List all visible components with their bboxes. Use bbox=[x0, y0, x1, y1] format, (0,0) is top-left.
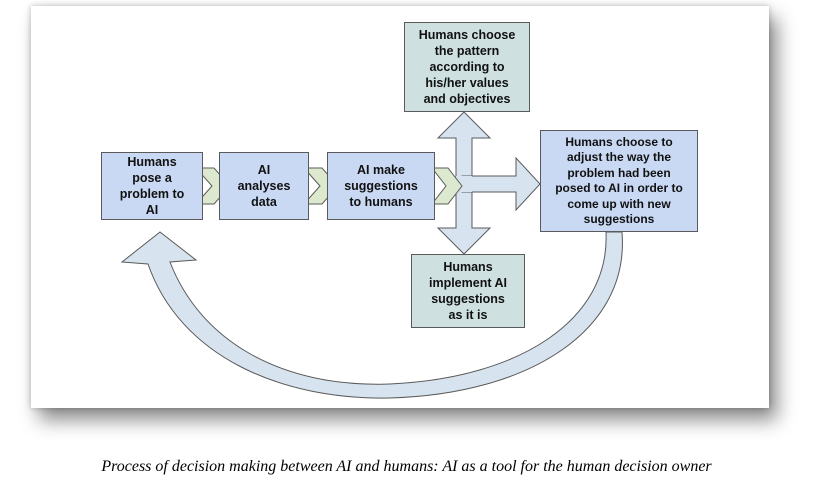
box-ai-analyses: AI analyses data bbox=[219, 152, 309, 220]
arrow-right-to-adjust bbox=[461, 156, 541, 212]
box-implement: Humans implement AI suggestions as it is bbox=[411, 254, 525, 328]
arrow-up-to-choose-pattern bbox=[436, 111, 492, 183]
box-adjust-problem: Humans choose to adjust the way the prob… bbox=[540, 130, 698, 232]
box-ai-suggestions: AI make suggestions to humans bbox=[327, 152, 435, 220]
chevron-3 bbox=[430, 167, 463, 205]
figure-caption: Process of decision making between AI an… bbox=[101, 458, 712, 475]
arrow-down-to-implement bbox=[436, 189, 492, 255]
box-pose-problem: Humans pose a problem to AI bbox=[101, 152, 203, 220]
box-choose-pattern: Humans choose the pattern according to h… bbox=[404, 22, 530, 112]
feedback-curved-arrow bbox=[120, 231, 623, 399]
